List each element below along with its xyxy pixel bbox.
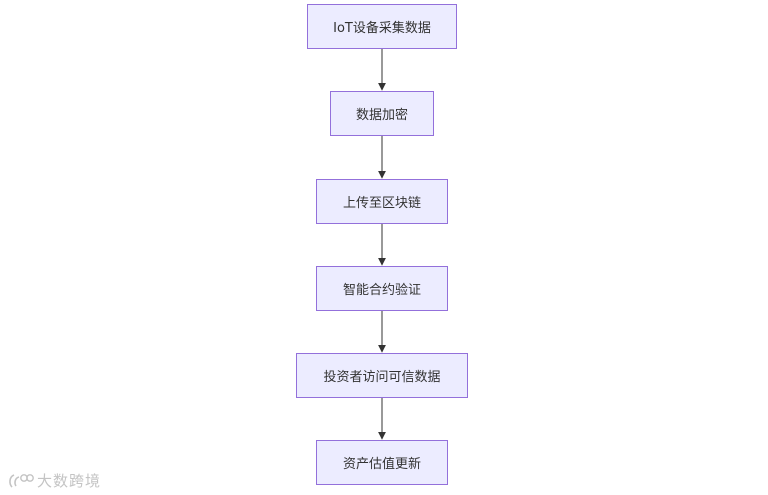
logo-icon — [9, 473, 34, 488]
node-label: IoT设备采集数据 — [333, 21, 431, 36]
node-asset-valuation-update: 资产估值更新 — [316, 440, 448, 485]
node-label: 上传至区块链 — [342, 196, 421, 211]
node-label: 投资者访问可信数据 — [323, 370, 441, 385]
node-data-encryption: 数据加密 — [330, 91, 434, 136]
node-upload-blockchain: 上传至区块链 — [316, 179, 448, 224]
watermark: 大数跨境 — [8, 470, 101, 491]
node-label: 资产估值更新 — [342, 457, 421, 472]
node-label: 数据加密 — [355, 108, 408, 123]
node-label: 智能合约验证 — [342, 283, 421, 298]
node-iot-data-collection: IoT设备采集数据 — [307, 4, 457, 49]
node-smart-contract-verification: 智能合约验证 — [316, 266, 448, 311]
node-investor-access: 投资者访问可信数据 — [296, 353, 468, 398]
watermark-text: 大数跨境 — [37, 472, 102, 490]
